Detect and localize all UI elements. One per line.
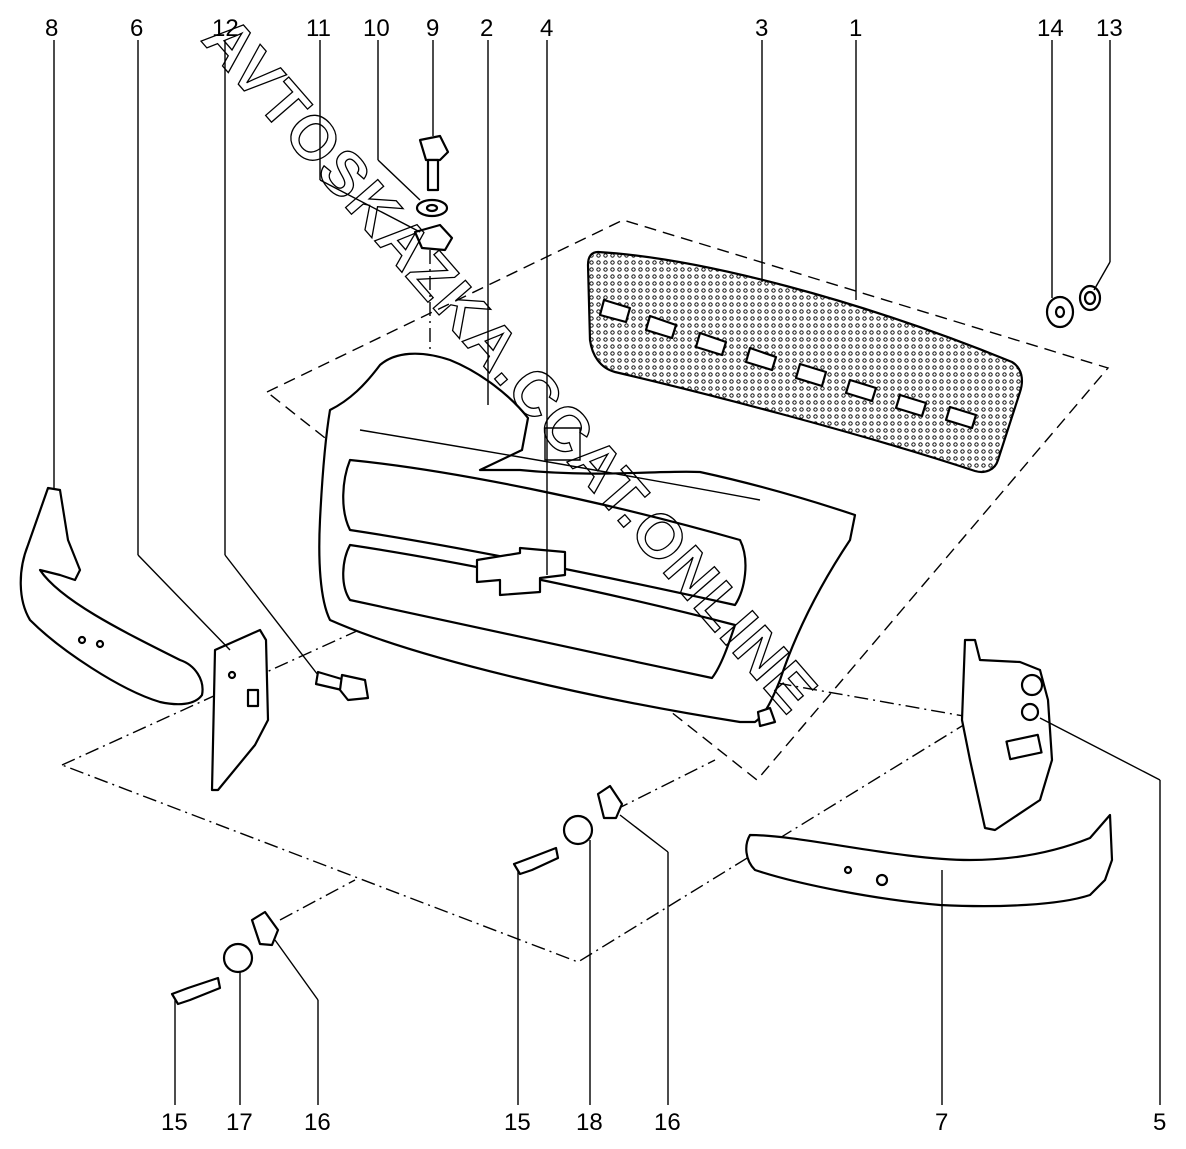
clip-line-left [279,879,356,921]
callout-10: 10 [363,15,390,42]
right-fasteners [1045,284,1102,329]
callout-1: 1 [849,15,862,42]
grille-boundary [265,219,1110,781]
callout-14: 14 [1037,15,1064,42]
callout-5: 5 [1153,1109,1166,1136]
right-bracket-part [960,638,1054,832]
assembly-boundaries [60,219,1110,963]
clip-line-right [614,759,716,811]
callout-13: 13 [1096,15,1123,42]
callout-16-left: 16 [304,1109,331,1136]
callout-11: 11 [306,15,331,42]
callout-labels: 8 6 12 11 10 9 2 4 3 1 14 13 15 17 16 15… [45,15,1166,1136]
callout-4: 4 [540,15,553,42]
callout-16-middle: 16 [654,1109,681,1136]
grille-mesh-part [586,250,1023,474]
left-bracket-part [210,628,270,792]
callout-15-middle: 15 [504,1109,531,1136]
grille-frame-part [318,352,857,728]
callout-9: 9 [426,15,439,42]
callout-3: 3 [755,15,768,42]
right-trim-part [745,813,1114,908]
bolt-12-part [314,670,370,702]
bottom-fasteners [170,784,624,1006]
callout-15-left: 15 [161,1109,188,1136]
callout-6: 6 [130,15,143,42]
left-trim-part [19,486,204,706]
top-fasteners [413,134,454,252]
bracket-boundary [60,614,977,963]
callout-12: 12 [212,15,239,42]
callout-18: 18 [576,1109,603,1136]
callout-8: 8 [45,15,58,42]
leader-lines [53,40,1161,1105]
callout-7: 7 [935,1109,948,1136]
callout-2: 2 [480,15,493,42]
callout-17: 17 [226,1109,253,1136]
